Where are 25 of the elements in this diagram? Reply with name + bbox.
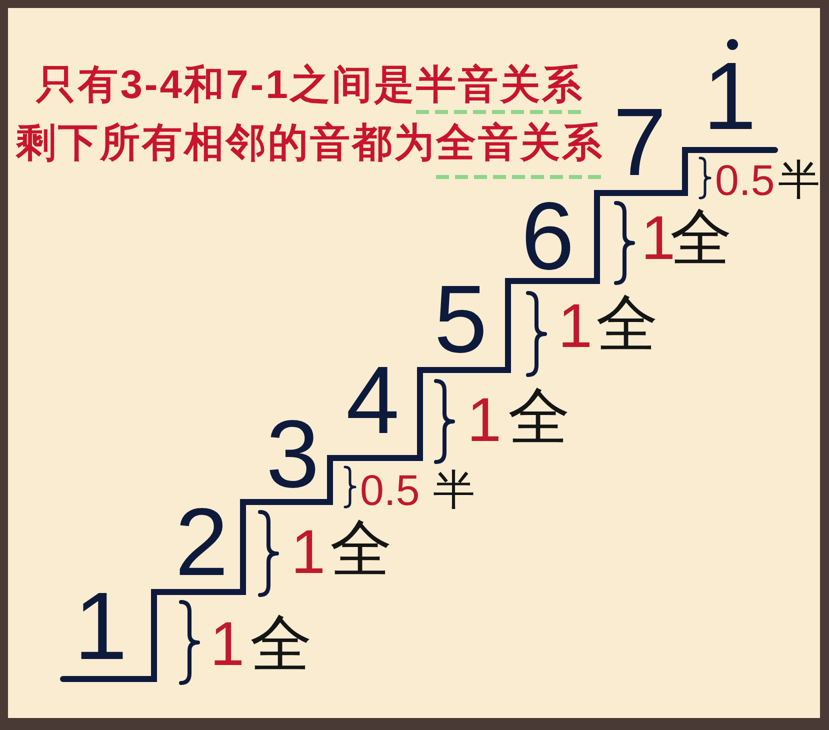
interval-label: 全 [250, 614, 312, 676]
note-number: 7 [613, 105, 666, 182]
instruction-text: 只有3-4和7-1之间是 [36, 65, 416, 105]
note-number: 5 [434, 282, 488, 359]
interval-value: 1 [558, 302, 592, 352]
interval-value: 1 [467, 396, 502, 446]
note-number: 1 [703, 59, 756, 136]
interval-label: 全 [596, 294, 658, 356]
interval-label: 半 [778, 159, 820, 201]
interval-value: 0.5 [715, 164, 775, 198]
note-number: 4 [346, 363, 400, 440]
interval-label: 全 [670, 208, 732, 270]
interval-label: 全 [508, 387, 570, 449]
interval-value: 0.5 [360, 474, 420, 508]
note-number: 2 [175, 505, 228, 582]
highlighted-text: 全音关系 [436, 123, 604, 163]
note-number: 6 [521, 199, 574, 276]
highlighted-text: 半音关系 [416, 65, 584, 105]
interval-label: 全 [330, 519, 392, 581]
interval-value: 1 [291, 528, 326, 578]
interval-value: 1 [210, 620, 244, 670]
interval-label: 半 [433, 469, 475, 511]
note-number: 3 [266, 417, 320, 494]
instruction-text: 剩下所有相邻的音都为 [16, 123, 436, 163]
note-number: 1 [74, 589, 128, 666]
